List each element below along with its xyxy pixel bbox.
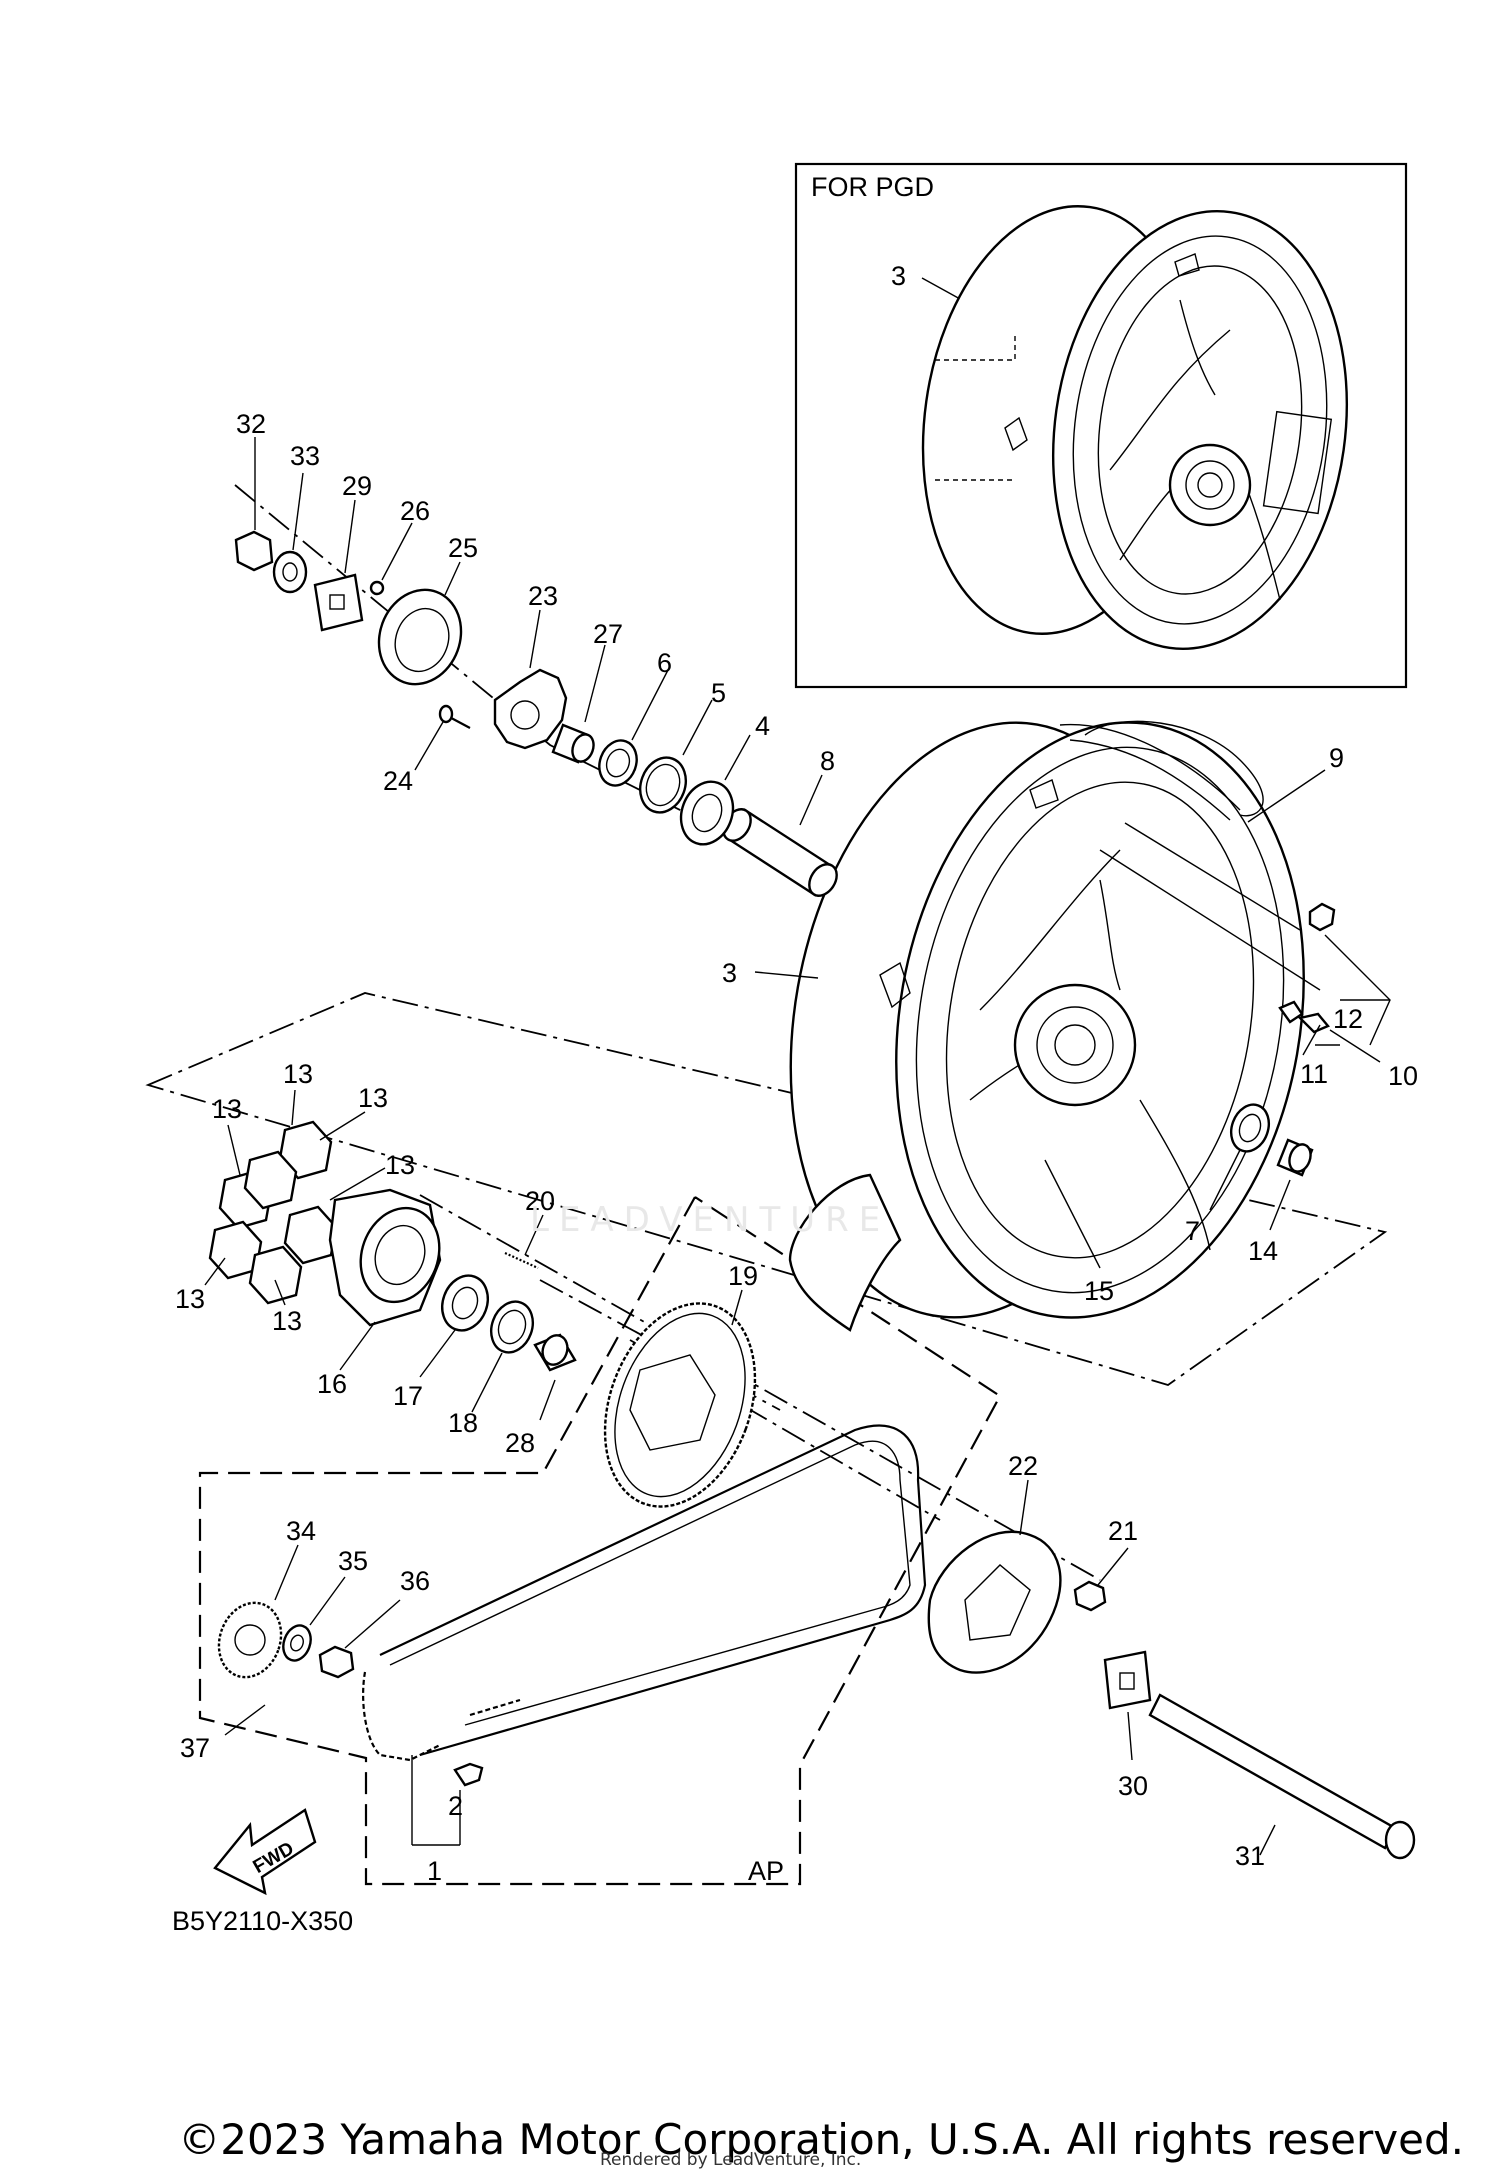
lock-washer-35: 35: [282, 1546, 368, 1662]
callout-20: 20: [525, 1186, 555, 1216]
rendered-by-credit: Rendered by LeadVenture, Inc.: [600, 2150, 862, 2170]
callout-19: 19: [728, 1261, 758, 1291]
damper-callout-13-b: 13: [212, 1094, 242, 1124]
screw-26: 26: [369, 496, 430, 596]
bearing-7: 7: [1185, 1103, 1271, 1246]
callout-6: 6: [657, 648, 672, 678]
drive-chain: 2 1: [362, 1424, 927, 1886]
bearing-17: 17: [393, 1274, 489, 1411]
axle-31: 31: [1148, 1693, 1416, 1871]
washer-33: 33: [272, 441, 320, 594]
hub-flange-23: 23: [493, 581, 568, 750]
clutch-hub-16: 16: [317, 1188, 442, 1399]
nut-36: 36: [318, 1566, 430, 1679]
callout-24: 24: [383, 766, 413, 796]
oil-seal-18: 18: [448, 1300, 534, 1438]
damper-callout-13-c: 13: [358, 1083, 388, 1113]
callout-4: 4: [755, 711, 770, 741]
callout-7: 7: [1185, 1216, 1200, 1246]
callout-22: 22: [1008, 1451, 1038, 1481]
damper-set-13: 13 13 13 13 13 13: [175, 1059, 415, 1336]
inset-callout-3: 3: [891, 261, 906, 291]
callout-35: 35: [338, 1546, 368, 1576]
damper-callout-13-f: 13: [272, 1306, 302, 1336]
callout-26: 26: [400, 496, 430, 526]
callout-17: 17: [393, 1381, 423, 1411]
fwd-arrow-icon: FWD: [213, 1808, 317, 1896]
spacer-collar-8: 8: [722, 746, 838, 897]
caliper-bracket-22: 22: [927, 1451, 1062, 1674]
callout-37: 37: [180, 1733, 210, 1763]
callout-10: 10: [1388, 1061, 1418, 1091]
inset-for-pgd: FOR PGD 3: [794, 162, 1408, 689]
copyright-notice: ©2023 Yamaha Motor Corporation, U.S.A. A…: [178, 2115, 1464, 2164]
callout-18: 18: [448, 1408, 478, 1438]
damper-callout-13-a: 13: [283, 1059, 313, 1089]
callout-28: 28: [505, 1428, 535, 1458]
callout-31: 31: [1235, 1841, 1265, 1871]
inset-title: FOR PGD: [811, 172, 934, 202]
callout-2: 2: [448, 1791, 463, 1821]
stud-bolt-20: 20: [504, 1186, 555, 1270]
nut-32: 32: [234, 409, 274, 572]
callout-30: 30: [1118, 1771, 1148, 1801]
inset-frame: [794, 162, 1408, 689]
callout-36: 36: [400, 1566, 430, 1596]
callout-5: 5: [711, 678, 726, 708]
callout-9: 9: [1329, 743, 1344, 773]
callout-14: 14: [1248, 1236, 1278, 1266]
callout-25: 25: [448, 533, 478, 563]
bolt-24: 24: [383, 704, 471, 796]
rear-wheel: 3: [722, 720, 1305, 1332]
rear-sprocket-19: 19: [603, 1261, 758, 1508]
callout-8: 8: [820, 746, 835, 776]
drive-sprocket-34: 34: [217, 1516, 316, 1679]
ap-label: AP: [748, 1856, 784, 1886]
adjuster-plate-30: 30: [1103, 1650, 1152, 1801]
callout-12: 12: [1333, 1004, 1363, 1034]
callout-15: 15: [1084, 1276, 1114, 1306]
damper-callout-13-e: 13: [175, 1284, 205, 1314]
diagram-code: B5Y2110-X350: [172, 1906, 353, 1936]
callout-33: 33: [290, 441, 320, 471]
collar-14: 14: [1248, 1138, 1314, 1266]
callout-1: 1: [427, 1856, 442, 1886]
callout-21: 21: [1108, 1516, 1138, 1546]
collar-28: 28: [505, 1333, 577, 1458]
callout-11: 11: [1300, 1059, 1328, 1089]
callout-27: 27: [593, 619, 623, 649]
watermark: LEADVENTURE: [530, 1200, 891, 1240]
valve-assembly: 12 10 11: [1099, 822, 1418, 1091]
adjuster-plate-29: 29: [313, 471, 372, 632]
nut-21: 21: [1073, 1516, 1138, 1612]
callout-34: 34: [286, 1516, 316, 1546]
callout-3: 3: [722, 958, 737, 988]
callout-16: 16: [317, 1369, 347, 1399]
ap-assembly-boundary: [198, 1196, 1002, 1886]
callout-29: 29: [342, 471, 372, 501]
damper-callout-13-d: 13: [385, 1150, 415, 1180]
callout-23: 23: [528, 581, 558, 611]
inset-wheel: [921, 205, 1349, 650]
bearing-seal-stack: 4 5 6 27: [551, 619, 770, 846]
callout-32: 32: [236, 409, 266, 439]
sensor-rotor-25: 25: [377, 533, 478, 686]
